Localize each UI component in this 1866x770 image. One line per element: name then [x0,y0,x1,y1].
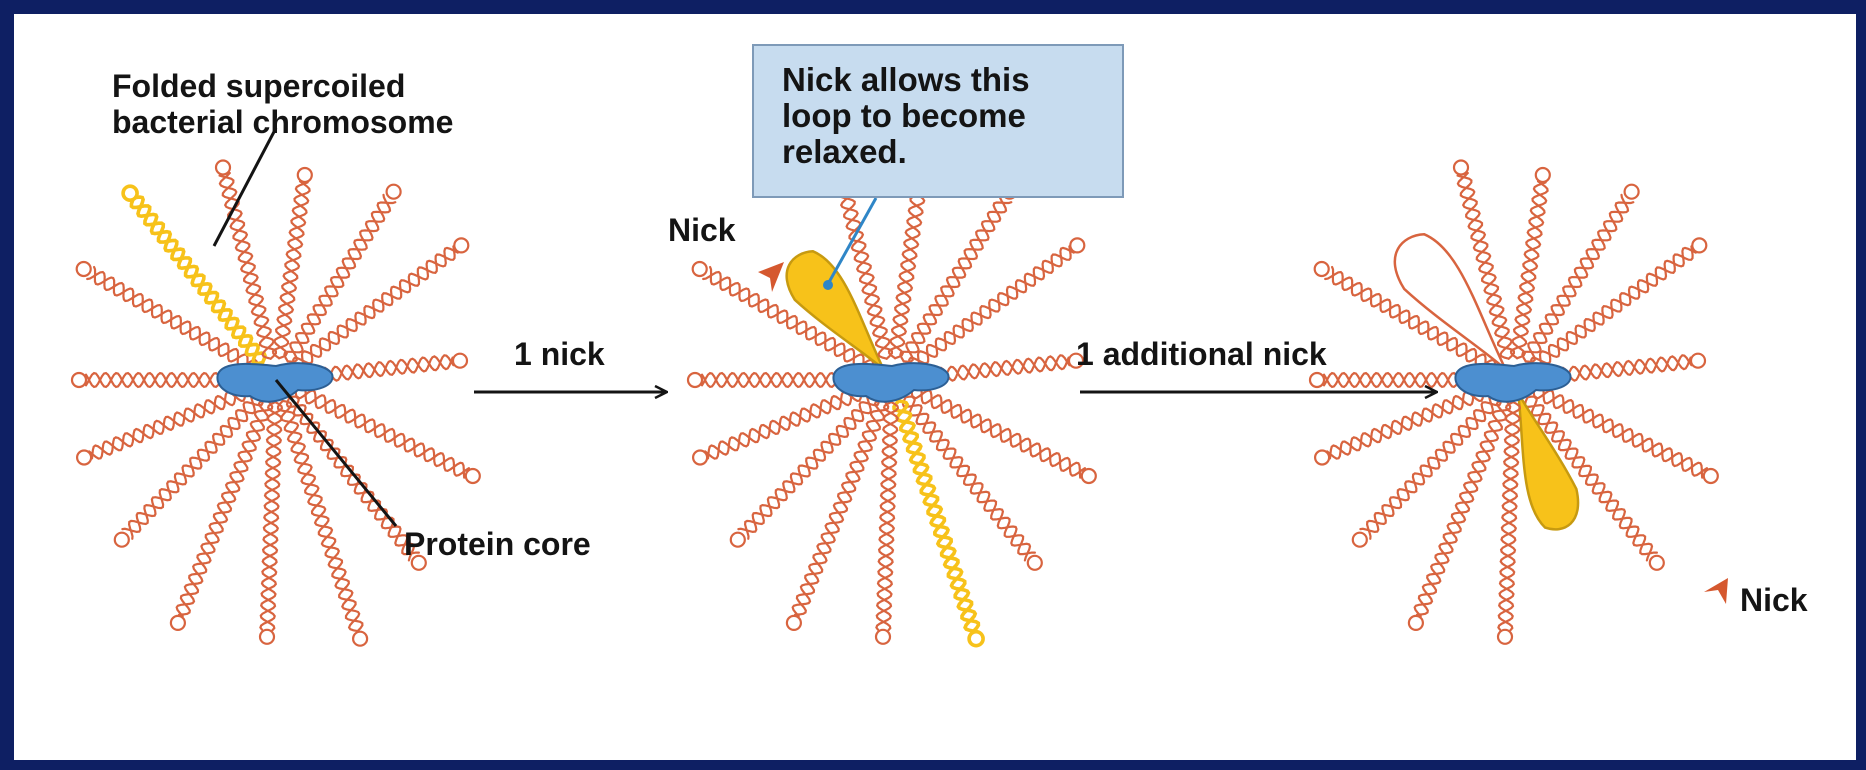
relaxed-loop-callout: Nick allows this loop to become relaxed. [752,44,1124,198]
chrom-right-loop-12 [1353,394,1501,546]
figure-frame: Folded supercoiled bacterial chromosome … [14,14,1856,760]
chromosome-one-nick [688,161,1096,646]
chrom-left-loop-4 [284,185,400,362]
protein-core-label: Protein core [404,526,591,562]
supercoiled-chromosome-left [72,161,480,646]
chrom-middle-loop-7 [912,386,1096,483]
chrom-right-loop-3 [1511,168,1550,358]
chrom-left-loop-1 [123,186,265,363]
chromosome-label: Folded supercoiled bacterial chromosome [112,68,453,140]
chromosome-label-line-2: bacterial chromosome [112,104,453,140]
step-1-label: 1 nick [514,336,605,372]
chrom-left-loop-3 [273,168,312,358]
chrom-middle-loop-10 [876,402,898,644]
chromosome-two-nicks [1310,161,1718,644]
chrom-right-loop-10 [1498,402,1520,644]
chrom-left-loop-7 [296,386,480,483]
chrom-middle-loop-4 [900,185,1016,362]
step-2-label: 1 additional nick [1076,336,1327,372]
chrom-left-loop-10 [260,402,282,644]
chrom-right-loop-4 [1522,185,1638,362]
chrom-right-loop-2 [1454,161,1514,359]
callout-leader-dot [823,280,833,290]
nick-marker-middle [758,262,784,292]
chromosome-label-line-1: Folded supercoiled [112,68,453,104]
callout-line-2: loop to become [782,98,1026,134]
nick-label-middle: Nick [668,212,736,248]
nick-marker-right [1704,578,1728,604]
callout-line-3: relaxed. [782,134,907,170]
chrom-left-loop-12 [115,394,263,546]
callout-line-1: Nick allows this [782,62,1030,98]
chrom-middle-loop-12 [731,394,879,546]
chrom-middle-loop-9 [894,401,983,646]
nick-label-right: Nick [1740,582,1808,618]
chrom-right-loop-0 [1315,262,1495,373]
